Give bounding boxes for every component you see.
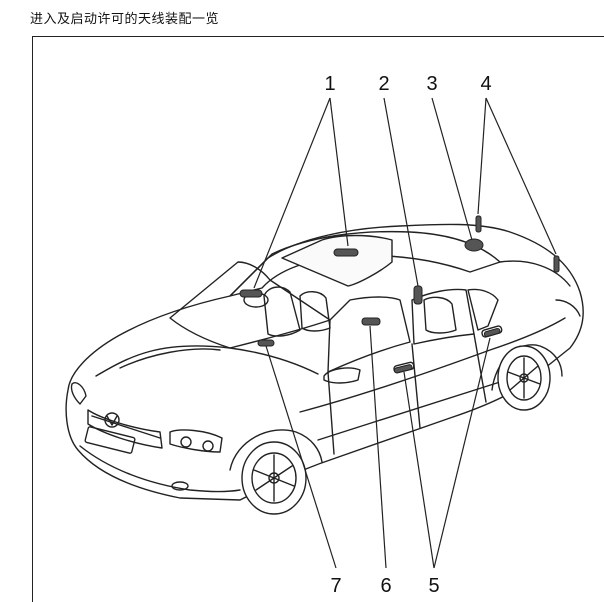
antenna-interior-front [239, 289, 263, 298]
leader-1a [329, 97, 349, 247]
fog-light [171, 481, 189, 491]
car-illustration [65, 223, 584, 515]
front-wheel-spokes [253, 454, 295, 502]
door-line-lower [317, 381, 501, 441]
front-wheel-arch [229, 429, 323, 471]
leader-4a [477, 97, 487, 215]
headlight-lamp [180, 436, 192, 448]
antenna-pillar [413, 285, 423, 305]
sunroof [281, 234, 393, 287]
headlight-left [169, 429, 223, 453]
callout-7: 7 [330, 575, 341, 597]
front-seat-driver [263, 286, 301, 337]
rear-wheel-spokes [507, 357, 541, 399]
antenna-rear-window-right [553, 255, 560, 273]
rear-quarter-window [467, 288, 499, 331]
leader-lines [253, 97, 557, 569]
door-seam-rear [473, 333, 487, 403]
license-plate [84, 426, 136, 454]
headlight-lamp [202, 440, 214, 452]
leader-7 [265, 345, 337, 569]
leader-1b [253, 97, 331, 289]
vw-logo-mark [106, 415, 118, 426]
callout-6: 6 [380, 575, 391, 597]
callout-numbers: 1 2 3 4 7 6 5 [324, 73, 491, 597]
antenna-roof [333, 248, 359, 257]
rear-seat [423, 296, 457, 334]
antenna-door-handle-front [393, 364, 413, 374]
antenna-door-handle-rear [483, 327, 501, 337]
antenna-dashboard [257, 339, 275, 347]
vw-logo [104, 412, 120, 428]
diagram-frame [32, 36, 604, 602]
antenna-center-console [361, 317, 381, 326]
leader-6 [369, 325, 387, 569]
antennas [239, 215, 560, 374]
diagram-caption: 进入及启动许可的天线装配一览 [30, 12, 220, 27]
callout-2: 2 [378, 73, 389, 95]
grille-bar [91, 415, 161, 439]
windshield [169, 261, 331, 349]
leader-5a [403, 371, 435, 569]
leader-3 [431, 97, 473, 241]
antenna-rear-window-left [475, 215, 482, 233]
callout-3: 3 [426, 73, 437, 95]
front-bumper [79, 445, 241, 493]
leader-4b [485, 97, 557, 255]
callout-5: 5 [428, 575, 439, 597]
callout-4: 4 [480, 73, 491, 95]
rear-wheel-rim [506, 355, 542, 401]
callout-1: 1 [324, 73, 335, 95]
trunk-line [499, 260, 571, 287]
front-seat-passenger [299, 291, 331, 332]
hood-crease [119, 348, 221, 369]
door-seam-middle [411, 343, 421, 429]
headlight-right [70, 382, 87, 405]
hood-line [95, 345, 319, 377]
side-mirror [323, 367, 361, 384]
door-seam-front [327, 371, 335, 455]
front-side-window [327, 296, 411, 373]
antenna-rear-shelf [464, 238, 484, 252]
leader-5b [433, 337, 491, 569]
side-character-line [299, 317, 566, 413]
tail-light [555, 299, 581, 317]
leader-2 [383, 97, 419, 287]
front-wheel-rim [251, 452, 297, 504]
